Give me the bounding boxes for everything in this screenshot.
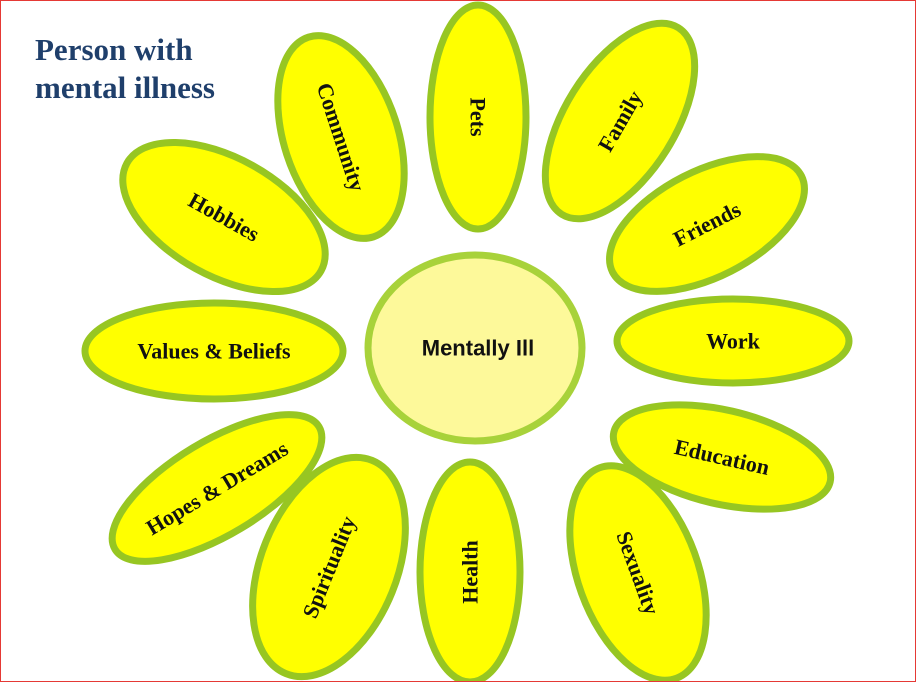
petal-spirituality: Spirituality [249, 453, 409, 681]
petal-community: Community [274, 32, 408, 242]
title-line-2: mental illness [35, 70, 215, 105]
petal-shape [249, 453, 409, 681]
petal-education: Education [609, 401, 835, 513]
petal-shape [609, 401, 835, 513]
petal-label-pets: Pets [466, 97, 491, 137]
petal-hobbies: Hobbies [119, 138, 329, 296]
petal-shape [108, 411, 326, 565]
petal-shape [416, 458, 524, 681]
petal-shape [606, 153, 808, 295]
petal-shape [613, 295, 853, 387]
petal-work: Work [613, 295, 853, 387]
petal-shape [426, 1, 530, 233]
petal-values-beliefs: Values & Beliefs [81, 299, 347, 403]
petal-shape [274, 32, 408, 242]
petal-shape [541, 19, 699, 223]
petal-friends: Friends [606, 153, 808, 295]
petal-pets: Pets [426, 1, 530, 233]
petal-shape [81, 299, 347, 403]
petal-label-health: Health [458, 540, 483, 604]
petal-health: Health [416, 458, 524, 681]
petal-shape [119, 138, 329, 296]
center-disc [364, 251, 586, 445]
title-line-1: Person with [35, 32, 193, 67]
petal-family: Family [541, 19, 699, 223]
diagram-title: Person with mental illness [35, 31, 215, 107]
petal-shape [566, 462, 710, 681]
petal-label-values-beliefs: Values & Beliefs [137, 339, 291, 364]
petal-label-work: Work [706, 329, 761, 354]
flower-center: Mentally Ill [364, 251, 586, 445]
center-label: Mentally Ill [422, 336, 534, 361]
petal-sexuality: Sexuality [566, 462, 710, 681]
